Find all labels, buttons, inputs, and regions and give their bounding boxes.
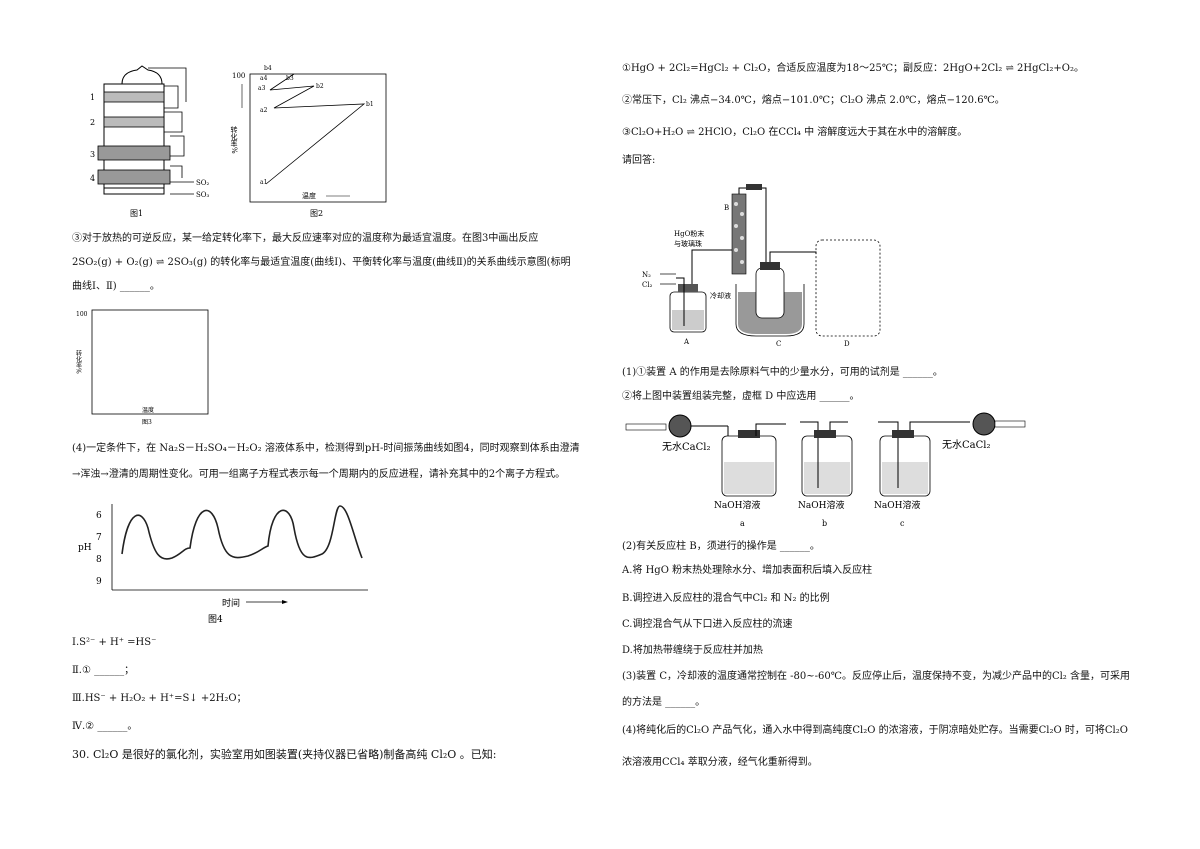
equation-2-blank: Ⅱ.① ______； <box>72 665 135 676</box>
tower-layer-1: 1 <box>90 93 95 102</box>
option-c-label: c <box>900 519 905 528</box>
q3-text-line-1: ③对于放热的可逆反应，某一给定转化率下，最大反应速率对应的温度称为最适宜温度。在… <box>72 233 539 244</box>
cooling-bath-c <box>735 284 805 337</box>
label-d: D <box>844 340 850 348</box>
fig4-y-tick-6: 6 <box>96 511 102 521</box>
figure-3-label: 图3 <box>142 419 152 426</box>
fig3-x-label: 温度 <box>142 406 154 414</box>
equation-3: Ⅲ.HS⁻ + H₂O₂ + H⁺=S↓ +2H₂O； <box>72 693 247 704</box>
option-c-text: C.调控混合气从下口进入反应柱的流速 <box>622 619 793 630</box>
fig4-y-tick-8: 8 <box>96 555 102 565</box>
part-3-question-line-1: (3)装置 C，冷却液的温度通常控制在 -80~-60℃。反应停止后，温度保持不… <box>622 671 1130 682</box>
please-answer: 请回答: <box>622 155 656 166</box>
option-c-naoh-label: NaOH溶液 <box>874 499 920 511</box>
fig2-point-b3: b3 <box>286 75 294 82</box>
fig4-y-label: pH <box>78 543 92 553</box>
figure-1-tower: 1 2 3 4 SO₂ SO₃ 图1 <box>82 62 212 222</box>
option-b-apparatus: NaOH溶液 b <box>798 421 853 528</box>
option-a-text: A.将 HgO 粉末热处理除水分、增加表面积后填入反应柱 <box>622 565 873 576</box>
q3-text-line-3: 曲线Ⅰ、Ⅱ) ______。 <box>72 281 160 292</box>
fig2-point-b2: b2 <box>316 83 324 90</box>
gas-out-label: SO₃ <box>196 191 210 199</box>
q4-text-line-1: (4)一定条件下，在 Na₂S－H₂SO₄－H₂O₂ 溶液体系中，检测得到pH-… <box>72 443 580 454</box>
fig2-y-top: 100 <box>232 72 245 80</box>
n2-label: N₂ <box>642 271 651 279</box>
fig2-point-a4: a4 <box>260 75 268 82</box>
option-b-naoh-label: NaOH溶液 <box>798 499 844 511</box>
figure-2-label: 图2 <box>310 209 323 218</box>
label-a: A <box>683 338 690 346</box>
option-a-label: a <box>740 519 745 528</box>
fig2-point-a3: a3 <box>258 85 266 92</box>
options-apparatus: 无水CaCl₂ NaOH溶液 a NaOH溶液 b <box>622 410 1032 534</box>
option-b-text: B.调控进入反应柱的混合气中Cl₂ 和 N₂ 的比例 <box>622 593 830 604</box>
label-b: B <box>724 204 729 212</box>
q4-text-line-2: →浑浊→澄清的周期性变化。可用一组离子方程式表示每一个周期内的反应进程，请补充其… <box>72 469 566 480</box>
fig2-point-b4: b4 <box>264 65 272 72</box>
option-a-naoh-label: NaOH溶液 <box>714 499 760 511</box>
fig2-x-label: 温度 <box>302 191 316 200</box>
apparatus-diagram: N₂ Cl₂ A B HgO粉末 与玻璃珠 冷却液 C <box>636 180 886 348</box>
option-d-text: D.将加热带缠绕于反应柱并加热 <box>622 645 763 656</box>
part-3-question-line-2: 的方法是 ______。 <box>622 697 706 708</box>
tower-layer-4: 4 <box>90 174 95 183</box>
fig4-y-tick-9: 9 <box>96 577 102 587</box>
tower-layer-2: 2 <box>90 118 95 127</box>
hgo-label-2: 与玻璃珠 <box>674 239 702 248</box>
option-a-apparatus: 无水CaCl₂ NaOH溶液 a <box>625 414 786 528</box>
equation-1: Ⅰ.S²⁻ + H⁺ =HS⁻ <box>72 637 157 648</box>
option-a-cacl2-label: 无水CaCl₂ <box>662 441 710 453</box>
label-c: C <box>776 340 781 348</box>
fig4-y-tick-7: 7 <box>96 533 102 543</box>
fig3-y-label: 转化率% <box>75 349 82 374</box>
fig4-x-label: 时间 <box>222 597 240 609</box>
fig3-y-top: 100 <box>76 311 88 318</box>
part-2-question: (2)有关反应柱 B，须进行的操作是 ______。 <box>622 541 820 552</box>
gas-in-label: SO₂ <box>196 179 210 187</box>
part-1-question-2: ②将上图中装置组装完整，虚框 D 中应选用 ______。 <box>622 391 860 402</box>
equation-4-blank: Ⅳ.② ______。 <box>72 721 138 732</box>
tower-layer-3: 3 <box>90 150 95 159</box>
dashed-box-d <box>815 239 881 337</box>
hgo-label-1: HgO粉末 <box>674 229 704 238</box>
fig2-point-b1: b1 <box>366 101 374 108</box>
part-4-question-line-2: 浓溶液用CCl₄ 萃取分液，经气化重新得到。 <box>622 757 818 768</box>
part-4-question-line-1: (4)将纯化后的Cl₂O 产品气化，通入水中得到高纯度Cl₂O 的浓溶液，于阴凉… <box>622 725 1128 736</box>
option-c-cacl2-label: 无水CaCl₂ <box>942 439 990 451</box>
reaction-info-2: ②常压下，Cl₂ 沸点−34.0℃，熔点−101.0℃；Cl₂O 沸点 2.0℃… <box>622 95 1005 106</box>
option-c-apparatus: 无水CaCl₂ NaOH溶液 c <box>874 412 1026 528</box>
cl2-label: Cl₂ <box>642 281 653 289</box>
option-b-label: b <box>822 519 827 528</box>
fig2-point-a2: a2 <box>260 107 268 114</box>
coolant-label: 冷却液 <box>710 291 731 300</box>
q3-text-line-2: 2SO₂(g) + O₂(g) ⇌ 2SO₃(g) 的转化率与最适宜温度(曲线Ⅰ… <box>72 257 571 268</box>
figure-4-ph-chart: 6 7 8 9 pH 时间 图4 <box>72 498 372 625</box>
reaction-info-3: ③Cl₂O+H₂O ⇌ 2HClO，Cl₂O 在CCl₄ 中 溶解度远大于其在水… <box>622 127 968 138</box>
fig2-point-a1: a1 <box>260 179 267 186</box>
figure-3-blank-graph: 100 转化率% 温度 图3 <box>72 306 212 430</box>
fig2-y-label: 转化率% <box>230 125 238 154</box>
part-1-question-1: (1)①装置 A 的作用是去除原料气中的少量水分，可用的试剂是 ______。 <box>622 367 943 378</box>
question-30-intro: 30. Cl₂O 是很好的氯化剂，实验室用如图装置(夹持仪器已省略)制备高纯 C… <box>72 748 497 761</box>
figure-2-chart: 100 转化率% a1 a2 a3 a4 b1 b2 b3 b4 温度 图2 <box>230 60 390 222</box>
figure-4-label: 图4 <box>208 614 223 624</box>
figure-1-label: 图1 <box>130 209 143 218</box>
reaction-info-1: ①HgO + 2Cl₂=HgCl₂ + Cl₂O，合适反应温度为18～25℃；副… <box>622 63 1084 74</box>
